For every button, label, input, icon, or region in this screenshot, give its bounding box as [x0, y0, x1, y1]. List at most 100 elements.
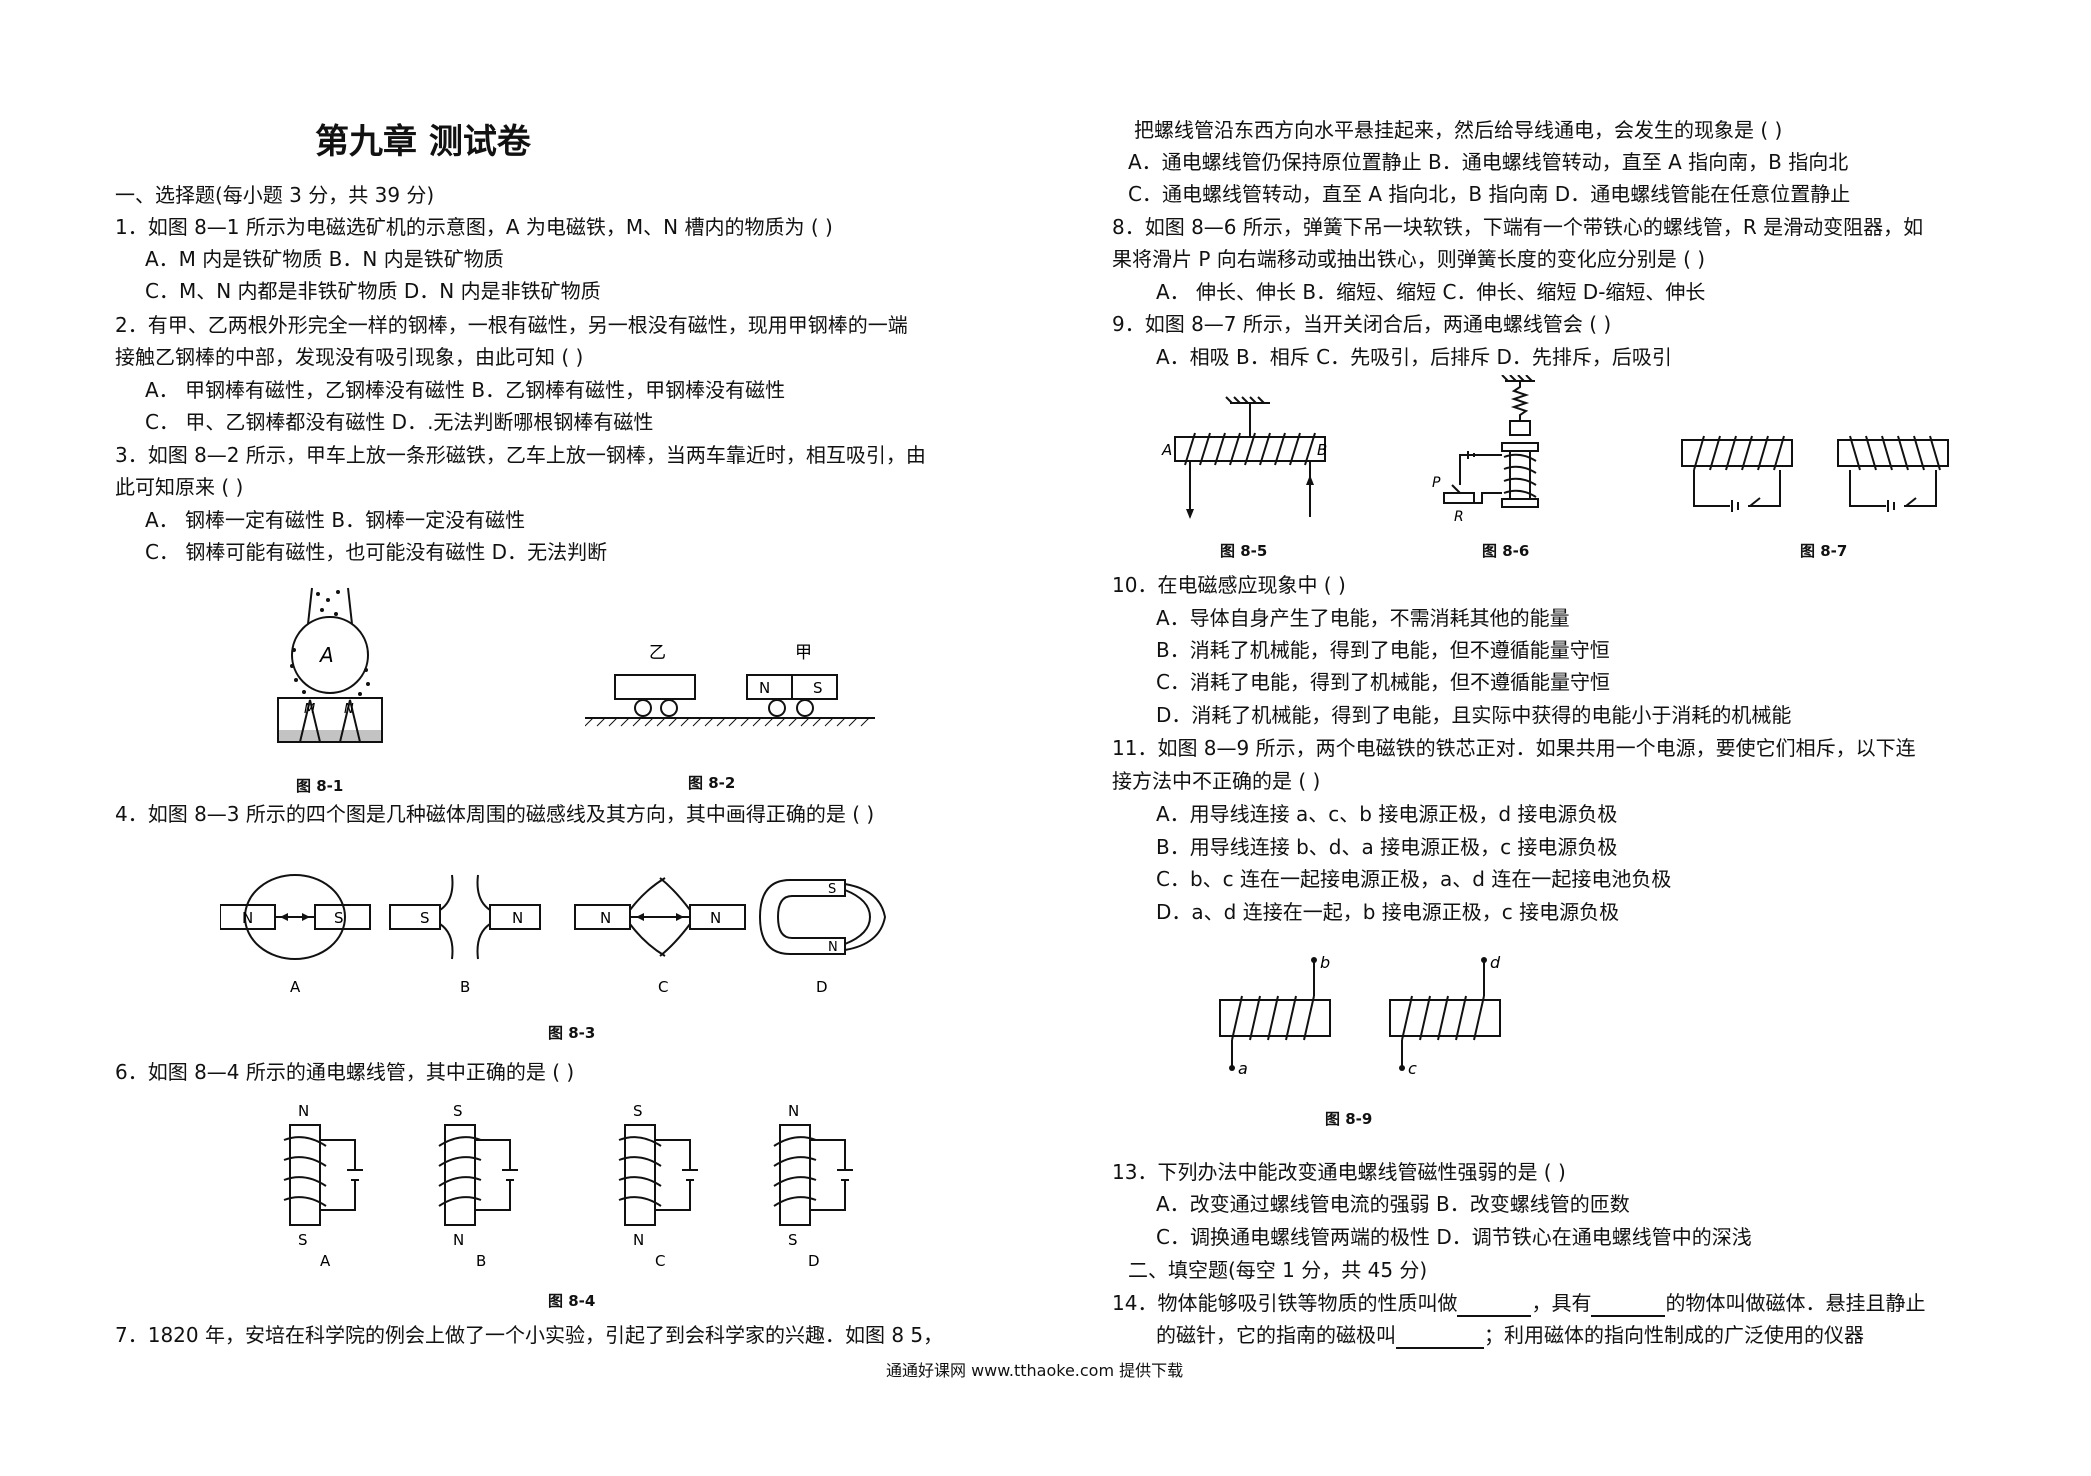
- question-9: 9．如图 8—7 所示，当开关闭合后，两通电螺线管会 ( ): [1112, 312, 1612, 336]
- question-4: 4．如图 8—3 所示的四个图是几种磁体周围的磁感线及其方向，其中画得正确的是 …: [115, 802, 875, 826]
- fig83-C-N2: N: [710, 909, 721, 927]
- fig85-label-B: B: [1317, 441, 1327, 459]
- q10-option-b: B．消耗了机械能，得到了电能，但不遵循能量守恒: [1156, 638, 1610, 662]
- q10-option-c: C．消耗了电能，得到了机械能，但不遵循能量守恒: [1156, 670, 1610, 694]
- figure-8-5-diagram: A B: [1161, 396, 1327, 519]
- fig83-D-S: S: [828, 882, 836, 897]
- label-A: A: [318, 643, 334, 667]
- fig83-B-S: S: [420, 909, 430, 927]
- q14-text-e: ；利用磁体的指向性制成的广泛使用的仪器: [1484, 1323, 1864, 1347]
- figure-8-4-diagram: N S S N S N N S A B C D: [283, 1102, 853, 1270]
- fig85-label-A: A: [1161, 441, 1172, 459]
- label-M: M: [304, 702, 315, 717]
- q14-text-d: 的磁针，它的指南的磁极叫: [1156, 1323, 1396, 1347]
- fig83-B-N: N: [512, 909, 523, 927]
- fig86-label-P: P: [1432, 475, 1441, 491]
- question-11-line2: 接方法中不正确的是 ( ): [1112, 769, 1321, 793]
- caption-fig-8-4: 图 8-4: [548, 1292, 596, 1310]
- fig83-A-S: S: [334, 909, 344, 927]
- fig83-label-D: D: [816, 978, 828, 996]
- fig84-C-top: S: [633, 1102, 643, 1120]
- figure-8-9-diagram: a b c d: [1219, 953, 1501, 1078]
- q14-blank-2[interactable]: [1591, 1295, 1666, 1317]
- question-1: 1．如图 8—1 所示为电磁选矿机的示意图，A 为电磁铁，M、N 槽内的物质为 …: [115, 215, 833, 239]
- question-14-line1: 14．物体能够吸引铁等物质的性质叫做，具有的物体叫做磁体．悬挂且静止: [1112, 1289, 1925, 1317]
- question-10: 10．在电磁感应现象中 ( ): [1112, 573, 1346, 597]
- cart-label-yi: 乙: [649, 643, 666, 663]
- q3-options-cd: C． 钢棒可能有磁性，也可能没有磁性 D．无法判断: [145, 540, 608, 564]
- caption-fig-8-3: 图 8-3: [548, 1024, 596, 1042]
- q1-options-ab: A．M 内是铁矿物质 B．N 内是铁矿物质: [145, 247, 504, 271]
- figure-8-1-diagram: A M N: [277, 587, 383, 743]
- fig83-D-N: N: [828, 940, 838, 955]
- fig83-label-A: A: [290, 978, 301, 996]
- question-8-line1: 8．如图 8—6 所示，弹簧下吊一块软铁，下端有一个带铁心的螺线管，R 是滑动变…: [1112, 215, 1924, 239]
- caption-fig-8-2: 图 8-2: [688, 774, 736, 792]
- page-footer: 通通好课网 www.tthaoke.com 提供下载: [886, 1361, 1184, 1380]
- q13-options-ab: A．改变通过螺线管电流的强弱 B．改变螺线管的匝数: [1156, 1192, 1630, 1216]
- fig89-label-c: c: [1408, 1059, 1417, 1078]
- q11-option-b: B．用导线连接 b、d、a 接电源正极，c 接电源负极: [1156, 835, 1618, 859]
- fig83-label-B: B: [460, 978, 470, 996]
- q14-text-b: ，具有: [1531, 1291, 1592, 1315]
- question-3-line2: 此可知原来 ( ): [115, 475, 244, 499]
- caption-fig-8-9: 图 8-9: [1325, 1110, 1373, 1128]
- fig84-B-bottom: N: [453, 1231, 464, 1249]
- q10-option-a: A．导体自身产生了电能，不需消耗其他的能量: [1156, 606, 1570, 630]
- fig84-label-D: D: [808, 1252, 820, 1270]
- q11-option-d: D．a、d 连接在一起，b 接电源正极，c 接电源负极: [1156, 900, 1620, 924]
- question-2-line1: 2．有甲、乙两根外形完全一样的钢棒，一根有磁性，另一根没有磁性，现用甲钢棒的一端: [115, 313, 908, 337]
- q7-options-cd: C．通电螺线管转动，直至 A 指向北，B 指向南 D．通电螺线管能在任意位置静止: [1128, 182, 1851, 206]
- section-heading-choice: 一、选择题(每小题 3 分，共 39 分): [115, 183, 435, 207]
- q14-blank-1[interactable]: [1457, 1295, 1532, 1317]
- q13-options-cd: C．调换通电螺线管两端的极性 D．调节铁心在通电螺线管中的深浅: [1156, 1225, 1752, 1249]
- page-title: 第九章 测试卷: [315, 122, 531, 162]
- fig89-label-b: b: [1320, 953, 1330, 972]
- fig89-label-a: a: [1238, 1059, 1248, 1078]
- fig84-A-bottom: S: [298, 1231, 308, 1249]
- question-8-line2: 果将滑片 P 向右端移动或抽出铁心，则弹簧长度的变化应分别是 ( ): [1112, 247, 1706, 271]
- q8-options: A． 伸长、伸长 B．缩短、缩短 C．伸长、缩短 D-缩短、伸长: [1156, 280, 1706, 304]
- fig84-D-bottom: S: [788, 1231, 798, 1249]
- caption-fig-8-6: 图 8-6: [1482, 542, 1530, 560]
- q14-blank-3[interactable]: [1396, 1327, 1484, 1349]
- question-2-line2: 接触乙钢棒的中部，发现没有吸引现象，由此可知 ( ): [115, 345, 584, 369]
- q11-option-a: A．用导线连接 a、c、b 接电源正极，d 接电源负极: [1156, 802, 1618, 826]
- figure-8-7-diagram: [1681, 435, 1949, 512]
- q3-options-ab: A． 钢棒一定有磁性 B．钢棒一定没有磁性: [145, 508, 526, 532]
- fig84-label-A: A: [320, 1252, 331, 1270]
- caption-fig-8-5: 图 8-5: [1220, 542, 1268, 560]
- caption-fig-8-7: 图 8-7: [1800, 542, 1848, 560]
- figure-8-6-diagram: P R: [1432, 375, 1539, 525]
- question-7-line2: 把螺线管沿东西方向水平悬挂起来，然后给导线通电，会发生的现象是 ( ): [1134, 118, 1783, 142]
- fig84-label-B: B: [476, 1252, 486, 1270]
- magnet-pole-N: N: [759, 679, 770, 697]
- question-7-line1: 7．1820 年，安培在科学院的例会上做了一个小实验，引起了到会科学家的兴趣．如…: [115, 1323, 944, 1347]
- fig84-label-C: C: [655, 1252, 665, 1270]
- question-13: 13．下列办法中能改变通电螺线管磁性强弱的是 ( ): [1112, 1160, 1566, 1184]
- caption-fig-8-1: 图 8-1: [296, 777, 344, 795]
- q2-options-ab: A． 甲钢棒有磁性，乙钢棒没有磁性 B．乙钢棒有磁性，甲钢棒没有磁性: [145, 378, 786, 402]
- section-heading-fill: 二、填空题(每空 1 分，共 45 分): [1128, 1258, 1428, 1282]
- question-3-line1: 3．如图 8—2 所示，甲车上放一条形磁铁，乙车上放一钢棒，当两车靠近时，相互吸…: [115, 443, 926, 467]
- q10-option-d: D．消耗了机械能，得到了电能，且实际中获得的电能小于消耗的机械能: [1156, 703, 1792, 727]
- cart-label-jia: 甲: [795, 643, 812, 663]
- question-14-line2: 的磁针，它的指南的磁极叫 ；利用磁体的指向性制成的广泛使用的仪器: [1156, 1321, 1864, 1349]
- question-11-line1: 11．如图 8—9 所示，两个电磁铁的铁芯正对．如果共用一个电源，要使它们相斥，…: [1112, 736, 1916, 760]
- question-6: 6．如图 8—4 所示的通电螺线管，其中正确的是 ( ): [115, 1060, 575, 1084]
- figure-8-3-diagram: N S S N N N S N A B C D: [220, 874, 887, 996]
- q11-option-c: C．b、c 连在一起接电源正极，a、d 连在一起接电池负极: [1156, 867, 1672, 891]
- label-N: N: [344, 702, 354, 717]
- fig89-label-d: d: [1490, 953, 1501, 972]
- fig84-A-top: N: [298, 1102, 309, 1120]
- fig84-B-top: S: [453, 1102, 463, 1120]
- fig83-label-C: C: [658, 978, 668, 996]
- q9-options: A．相吸 B．相斥 C．先吸引，后排斥 D．先排斥，后吸引: [1156, 345, 1672, 369]
- q1-options-cd: C．M、N 内都是非铁矿物质 D．N 内是非铁矿物质: [145, 279, 601, 303]
- q7-options-ab: A．通电螺线管仍保持原位置静止 B．通电螺线管转动，直至 A 指向南，B 指向北: [1128, 150, 1849, 174]
- fig83-A-N: N: [242, 909, 253, 927]
- fig86-label-R: R: [1454, 509, 1464, 525]
- fig84-C-bottom: N: [633, 1231, 644, 1249]
- q14-text-c: 的物体叫做磁体．悬挂且静止: [1665, 1291, 1926, 1315]
- fig84-D-top: N: [788, 1102, 799, 1120]
